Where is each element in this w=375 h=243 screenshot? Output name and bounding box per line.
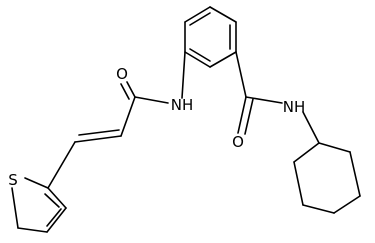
bond (293, 142, 320, 163)
bond (11, 187, 19, 229)
bond (349, 151, 361, 197)
bond (237, 96, 247, 134)
amide-nitrogen-right-label: NH (283, 98, 306, 116)
bond (46, 207, 67, 233)
carbonyl-oxygen-right-label: O (232, 133, 244, 151)
bond (134, 96, 169, 104)
bond (302, 204, 335, 214)
bond (126, 81, 136, 98)
bond (24, 177, 49, 189)
bond-inner (189, 48, 211, 62)
bond (47, 141, 76, 189)
bond (120, 83, 130, 100)
bond (181, 51, 186, 99)
thiophene-sulfur-label: S (8, 171, 18, 189)
bond (184, 6, 211, 23)
bond (47, 187, 67, 209)
cyclohexane-ring (293, 142, 361, 214)
bond-inner (189, 12, 211, 26)
right-amide-chain (235, 51, 320, 144)
left-amide-chain (47, 51, 186, 189)
thiophene-ring (11, 177, 67, 233)
bond (209, 6, 237, 23)
bond (302, 111, 320, 144)
bond (318, 142, 351, 153)
bond (74, 135, 122, 143)
bond-inner (44, 193, 60, 208)
bond (293, 161, 304, 206)
bond (120, 96, 136, 137)
bond (235, 51, 247, 98)
amide-nitrogen-left-label: NH (171, 96, 194, 114)
bond (244, 98, 254, 135)
bond (209, 51, 237, 68)
bond (184, 51, 211, 68)
carbonyl-oxygen-left-label: O (116, 65, 128, 83)
bond (333, 195, 361, 214)
bond (78, 129, 120, 136)
bond (17, 227, 48, 233)
benzene-ring (184, 6, 237, 68)
bond (245, 96, 283, 104)
bond-inner (46, 208, 62, 227)
